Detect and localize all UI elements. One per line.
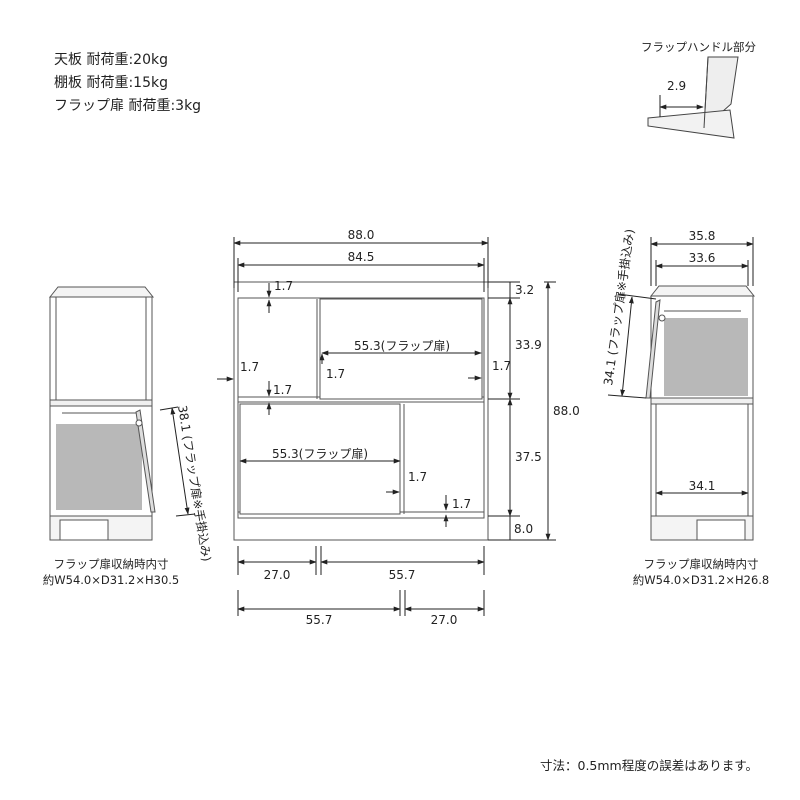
right-caption: フラップ扉収納時内寸 約W54.0×D31.2×H26.8 [626, 556, 776, 588]
dim-upper-height: 33.9 [515, 338, 542, 352]
dim-total-height: 88.0 [553, 404, 580, 418]
dim-lower-door-gap: 1.7 [408, 470, 427, 484]
right-caption-line1: フラップ扉収納時内寸 [643, 557, 759, 571]
left-caption-line2: 約W54.0×D31.2×H30.5 [42, 573, 180, 587]
handle-dim-line [659, 95, 704, 117]
handle-dim-value: 2.9 [667, 79, 686, 93]
dim-mid-gap-left: 1.7 [326, 367, 345, 381]
front-cabinet [233, 281, 489, 541]
dim-right-shelf-depth: 34.1 [689, 479, 716, 493]
dim-row1-left: 27.0 [264, 568, 291, 582]
right-side-cabinet [645, 285, 756, 541]
right-dim-lines [607, 237, 754, 496]
left-side-cabinet [48, 286, 156, 541]
right-flap-shadow [664, 318, 748, 396]
dim-right-outer-depth: 35.8 [689, 229, 716, 243]
dim-top-board: 3.2 [515, 283, 534, 297]
dim-base-height: 8.0 [514, 522, 533, 536]
dim-upper-gap: 1.7 [273, 383, 292, 397]
note-top-panel: 天板 耐荷重:20kg [54, 52, 168, 68]
left-flap-shadow [56, 424, 142, 510]
left-flap-dim-line [159, 406, 196, 517]
footer-note: 寸法：0.5mm程度の誤差はあります。 [540, 758, 758, 773]
dim-top-gap: 1.7 [274, 279, 293, 293]
dim-upper-flap: 55.3(フラップ扉) [354, 339, 450, 353]
dim-lower-flap: 55.3(フラップ扉) [272, 447, 368, 461]
dim-row1-right: 55.7 [389, 568, 416, 582]
dim-row2-left: 55.7 [306, 613, 333, 627]
dim-right-inner-depth: 33.6 [689, 251, 716, 265]
left-flap-dim: 38.1 (フラップ扉※手掛込み) [175, 404, 215, 562]
note-flap-door: フラップ扉 耐荷重:3kg [54, 98, 202, 114]
handle-detail-title: フラップハンドル部分 [641, 40, 756, 54]
handle-detail [647, 56, 739, 139]
dim-lower-height: 37.5 [515, 450, 542, 464]
front-dim-lines [217, 237, 556, 616]
dim-inner-width: 84.5 [348, 250, 375, 264]
dim-mid-gap-right: 1.7 [492, 359, 511, 373]
dim-row2-right: 27.0 [431, 613, 458, 627]
dim-bottom-gap: 1.7 [452, 497, 471, 511]
right-caption-line2: 約W54.0×D31.2×H26.8 [632, 573, 770, 587]
dim-left-gap: 1.7 [240, 360, 259, 374]
left-caption-line1: フラップ扉収納時内寸 [53, 557, 169, 571]
left-caption: フラップ扉収納時内寸 約W54.0×D31.2×H30.5 [36, 556, 186, 588]
dim-total-width: 88.0 [348, 228, 375, 242]
note-shelf: 棚板 耐荷重:15kg [54, 75, 168, 91]
